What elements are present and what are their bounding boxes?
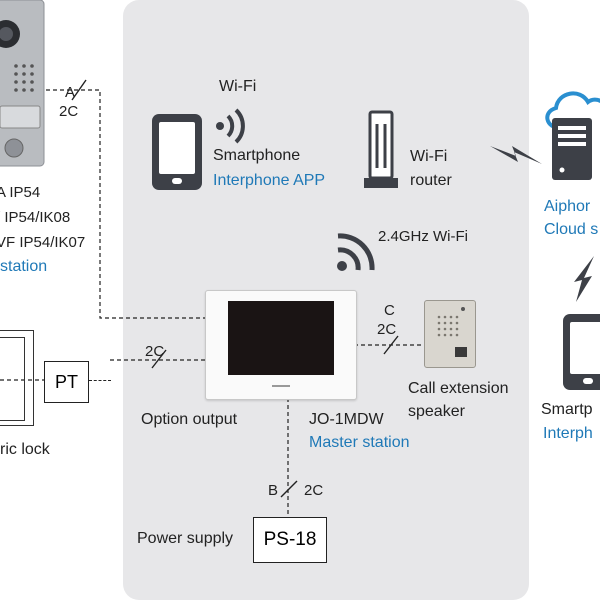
door-station-ratings: A IP54 / IP54/IK08 VF IP54/IK07 [0,180,85,255]
rating-3: VF IP54/IK07 [0,234,86,251]
master-station-label: Master station [309,434,410,451]
speaker-line1: Call extension [408,380,509,397]
interphone-app-label: Interphone APP [213,172,326,189]
wire-a-cable: 2C [59,103,79,120]
power-supply-label: Power supply [137,530,234,547]
wire-b-cable: 2C [304,482,324,499]
wire-a-letter: A [65,84,76,101]
wire-c-letter: C [384,302,395,319]
cloud-server-icon [538,88,600,190]
monitor-wifi-icon [334,228,380,274]
cloud-line1: Aiphor [544,198,591,215]
pt-label: PT [54,371,78,392]
rating-2: / IP54/IK08 [0,209,71,226]
master-station-icon [205,290,357,400]
option-output-label: Option output [141,411,238,428]
rating-1: A IP54 [0,184,41,201]
wire-a [46,89,205,319]
wire-pt [89,380,111,381]
door-station-icon [0,0,48,168]
cloud-line2: Cloud s [544,221,599,238]
master-station-model: JO-1MDW [309,411,384,428]
remote-phone-line1: Smartp [541,401,593,418]
smartphone-wifi-label: Wi-Fi [219,78,257,95]
monitor-wifi-label: 2.4GHz Wi-Fi [378,228,468,245]
slash-c [383,335,399,355]
wire-option-cable: 2C [145,343,165,360]
speaker-panel-icon [424,300,476,368]
smartphone-label: Smartphone [213,147,301,164]
remote-tablet-icon [563,314,600,390]
slash-option [151,349,167,369]
slash-a [71,79,87,101]
remote-phone-line2: Interph [543,425,593,442]
slash-b [280,480,298,498]
door-station-label: station [0,258,48,275]
electric-lock-icon [0,330,34,426]
wire-b-letter: B [268,482,279,499]
lightning-icon-2 [570,254,600,304]
lightning-icon [488,138,544,172]
ps18-label: PS-18 [263,529,317,550]
ps18-box: PS-18 [253,517,327,563]
wire-c-cable: 2C [377,321,397,338]
router-line1: Wi-Fi [410,148,448,165]
wifi-icon [214,108,250,144]
tablet-icon [152,114,202,190]
router-line2: router [410,172,452,189]
speaker-line2: speaker [408,403,465,420]
lock-label: ric lock [0,441,50,458]
pt-box: PT [44,361,89,403]
router-icon [364,110,400,190]
